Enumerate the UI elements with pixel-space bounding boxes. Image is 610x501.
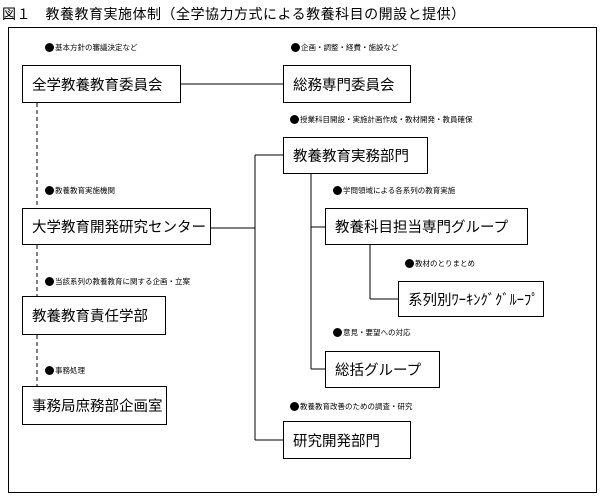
jitsumu-note: 授業科目開設・実施計画作成・教材開発・教員確保 [290,114,473,125]
subject-group-note: 学問領域による各系列の教育実施 [333,185,455,196]
responsible-faculty-note: 当該系列の教養教育に関する企画・立案 [45,276,190,287]
bullet-icon [291,43,300,52]
research-note: 教養教育改善のための調査・研究 [290,401,413,412]
bullet-icon [45,186,54,195]
bullet-icon [333,186,342,195]
center-note: 教養教育実施機関 [45,185,115,196]
somu-committee-box: 総務専門委員会 [283,65,411,103]
diagram-frame [8,27,597,493]
zengaku-committee-box: 全学教養教育委員会 [22,65,181,103]
responsible-faculty-box: 教養教育責任学部 [22,296,166,335]
general-group-note: 意見・要望への対応 [333,327,411,338]
bullet-icon [333,328,342,337]
working-group-box: 系列別ﾜｰｷﾝｸﾞｸﾞﾙｰﾌﾟ [398,281,544,317]
somu-note: 企画・調整・経費・施設など [291,42,399,53]
secretariat-box: 事務局庶務部企画室 [22,386,167,425]
bullet-icon [290,115,299,124]
bullet-icon [290,402,299,411]
jitsumu-division-box: 教養教育実務部門 [283,137,428,174]
research-division-box: 研究開発部門 [283,421,411,459]
general-group-box: 総括グループ [325,351,440,388]
bullet-icon [45,366,54,375]
working-group-note: 教材のとりまとめ [405,258,475,269]
bullet-icon [405,259,414,268]
zengaku-note: 基本方針の審議決定など [45,42,138,53]
figure-caption: 図１ 教養教育実施体制（全学協力方式による教養科目の開設と提供） [2,7,466,23]
bullet-icon [45,43,54,52]
bullet-icon [45,277,54,286]
subject-group-box: 教養科目担当専門グループ [325,208,528,245]
education-center-box: 大学教育開発研究センター [22,208,211,245]
secretariat-note: 事務処理 [45,365,85,376]
